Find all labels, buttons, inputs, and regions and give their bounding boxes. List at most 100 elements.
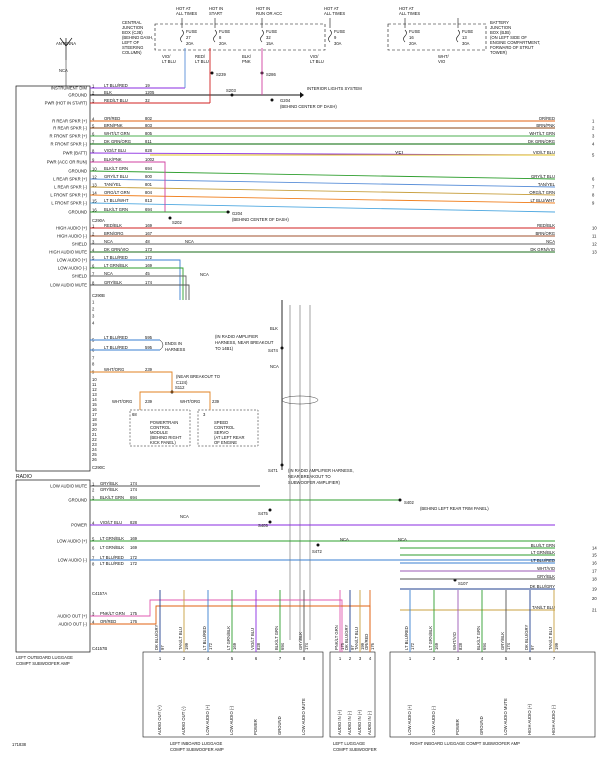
s471-note-2: SUBWOOFER AMPLIFIER) (288, 480, 340, 485)
right-a-pin-7: 8 (592, 193, 595, 198)
c4157a-pin-6: 7 (92, 556, 95, 561)
box1-circuit-2: 172 (208, 642, 213, 650)
c290a-circuit-3: 802 (145, 116, 153, 121)
c290b-circuit-0: 169 (145, 223, 153, 228)
box3-pin-0: 1 (409, 656, 412, 661)
right-a-color-7: ORG/LT GRN (529, 190, 555, 195)
c290c-color-8: WHT/ORG (104, 367, 124, 372)
servo-wire-label: WHT/ORG (180, 399, 200, 404)
c290a-circuit-9: 694 (145, 166, 153, 171)
right-a-pin-5: 6 (592, 177, 595, 182)
c4157b-label-1: AUDIO OUT (-) (58, 622, 87, 627)
fuse-hot-3-a: HOT AT (324, 6, 339, 11)
s474-note-1: HARNESS, NEAR BREAKOUT (215, 340, 274, 345)
c290c-circuit-8: 239 (145, 367, 153, 372)
box3-wire-color-1: LT GRN/BLK (428, 626, 433, 650)
radio-label: RADIO (16, 474, 32, 480)
fuse-3-name: FUSE (334, 29, 345, 34)
right-a-pin-4: 5 (592, 153, 595, 158)
right-a-color-6: TAN/YEL (538, 182, 556, 187)
c290c-extra-pin-12: 22 (92, 437, 97, 442)
fuse-0-amp: 20A (186, 41, 194, 46)
right-a-color-1: BRN/PNK (536, 123, 555, 128)
box2-circuit-1: 97 (350, 645, 355, 650)
g204b-dot (226, 210, 230, 214)
right-c-pin-20: 20 (592, 596, 597, 601)
c290a-circuit-5: 805 (145, 131, 153, 136)
c290c-extra-pin-5: 15 (92, 402, 97, 407)
box1-pin-6: 8 (303, 656, 306, 661)
box2-term-3: AUDIO IN (-) (367, 710, 372, 735)
c290b-label-2: SHIELD (72, 242, 87, 247)
interior-lights-label: INTERIOR LIGHTS SYSTEM (307, 86, 362, 91)
c4157a-pin-7: 8 (92, 562, 95, 567)
c4157b-pin-1: 4 (92, 620, 95, 625)
box3-wire-color-0: LT BLU/RED (404, 626, 409, 650)
fuse-1-name: FUSE (219, 29, 230, 34)
c290a-color-4: BRN/PNK (104, 123, 123, 128)
box3-circuit-0: 172 (410, 642, 415, 650)
nca-label-d: NCA (180, 514, 189, 519)
right-b-color-1: BRN/ORG (535, 231, 555, 236)
right-a-pin-2: 3 (592, 134, 595, 139)
c290b-label-6: SHIELD (72, 274, 87, 279)
box1-label-2: COMPT SUBWOOFER AMP (170, 747, 224, 752)
right-c-color-4: GRY/BLK (537, 574, 555, 579)
s471-dot (280, 463, 284, 467)
fuse-hot-1-a: HOT IN (209, 6, 223, 11)
box3-term-5: HIGH AUDIO (+) (527, 703, 532, 735)
s471-label: S471 (268, 468, 278, 473)
right-c-color-0: BLU/LT GRN (531, 543, 555, 548)
right-b-color-2: NCA (546, 239, 555, 244)
c290a-circuit-14: 694 (145, 207, 153, 212)
c290a-pin-11: 13 (92, 183, 97, 188)
c290a-color-2: RED/LT BLU (104, 98, 128, 103)
g204b-label: G204 (232, 211, 243, 216)
c290c-pin-6: 7 (92, 356, 95, 361)
box1-label-1: LEFT INBOARD LUGGAGE (170, 741, 222, 746)
c290a-pin-0: 1 (92, 84, 95, 89)
fuse-hot-2-b: RUN OR ACC (256, 11, 282, 16)
c290a-pin-9: 10 (92, 167, 97, 172)
box3-circuit-4: 174 (506, 642, 511, 650)
fuse-4-amp: 20A (409, 41, 417, 46)
c4157a-color-5: LT GRN/BLK (100, 545, 124, 550)
cjb-label-2: BOX (CJB) (122, 30, 143, 35)
box3-circuit-5: 97 (530, 645, 535, 650)
fuse-5-icon (456, 29, 460, 43)
s475-dot (268, 508, 272, 512)
s402-label: S402 (404, 500, 414, 505)
box2-pin-2: 3 (359, 656, 362, 661)
right-a-pin-3: 4 (592, 142, 595, 147)
left-subwoofer-box (329, 651, 376, 738)
c290b-label-7: LOW AUDIO MUTE (50, 283, 87, 288)
box2-pin-1: 2 (349, 656, 352, 661)
fuse-2-name: FUSE (266, 29, 277, 34)
c290a-label-7: PWR (BATT) (63, 151, 88, 156)
servo-pin-label: 3 (203, 412, 206, 417)
box2-pin-0: 1 (339, 656, 342, 661)
fuse-hot-3-b: ALL TIMES (324, 11, 345, 16)
c290b-circuit-3: 173 (145, 247, 153, 252)
bjb-label-2: BOX (BJB) (490, 30, 511, 35)
box1-pin-3: 5 (231, 656, 234, 661)
wire-239-servo (172, 391, 211, 410)
box3-pin-6: 7 (553, 656, 556, 661)
box3-pin-5: 6 (529, 656, 532, 661)
box3-wire-color-3: BLK/LT GRN (476, 626, 481, 650)
c290c-pin-2: 3 (92, 314, 95, 319)
c290a-color-14: BLK/LT GRN (104, 207, 128, 212)
wire-lspk-4 (89, 202, 556, 213)
s474-note-0: (IN RADIO AMPLIFIER (215, 334, 258, 339)
c4157a-color-6: LT BLU/RED (100, 555, 124, 560)
c4157a-label-6: LOW AUDIO (-) (58, 558, 88, 563)
box3-term-2: POWER (455, 719, 460, 735)
box1-circuit-3: 169 (232, 642, 237, 650)
c290a-circuit-13: 813 (145, 198, 153, 203)
c4157a-color-4: LT GRN/BLK (100, 536, 124, 541)
cjb-box (154, 23, 326, 51)
right-c-pin-3: 17 (592, 569, 597, 574)
box1-wire-color-4: VIO/LT BLU (250, 628, 255, 650)
c290a-pin-13: 15 (92, 199, 97, 204)
